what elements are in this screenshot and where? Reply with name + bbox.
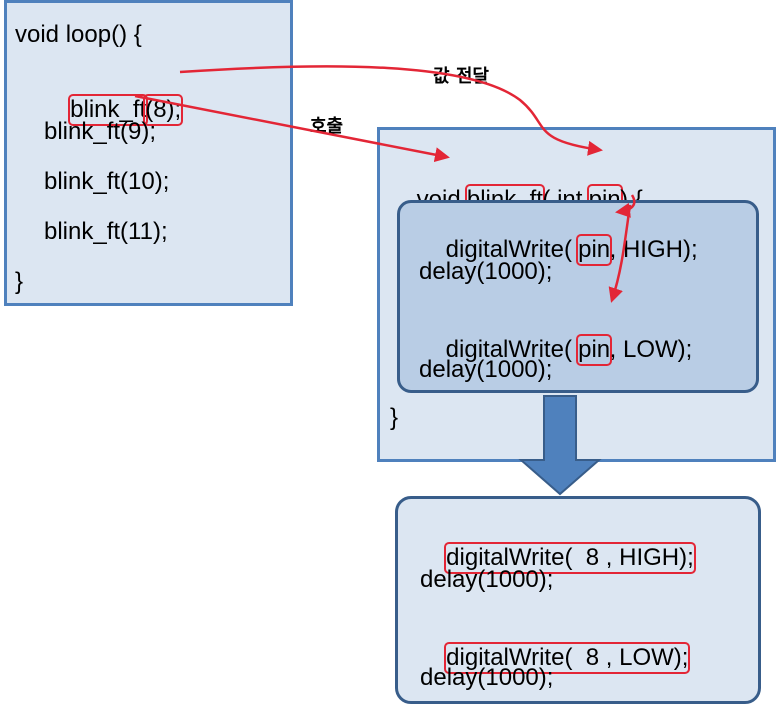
call-name-highlight: blink_ft [68,94,149,126]
loop-header: void loop() { [15,21,142,48]
result-highlight-2: digitalWrite( 8 , LOW); [444,642,691,674]
result-line-4: delay(1000); [420,664,554,691]
result-line-2: delay(1000); [420,566,554,593]
expand-down-arrow [518,395,602,496]
signature-suffix: ) { [620,186,643,213]
body-line-4: delay(1000); [419,356,553,383]
body-line-1-post: , HIGH); [609,236,698,263]
body-line-2: delay(1000); [419,258,553,285]
function-close-brace: } [390,404,399,431]
body-line-3-pre: digitalWrite( [445,336,579,363]
body-param-highlight-1: pin [576,234,613,266]
body-line-1: digitalWrite( pin, HIGH); [419,208,698,292]
pass-value-arrow [179,65,603,156]
body-line-3: digitalWrite( pin, LOW); [419,308,692,392]
result-highlight-1: digitalWrite( 8 , HIGH); [444,542,696,574]
param-arrow-2 [608,204,632,303]
param-arrow-1 [615,194,636,218]
body-line-3-post: , LOW); [609,336,693,363]
result-line-1: digitalWrite( 8 , HIGH); [420,516,696,600]
loop-call-2: blink_ft(9); [44,118,157,145]
call-arrow [134,94,450,163]
expanded-result-box [395,496,761,704]
loop-close-brace: } [15,268,24,295]
loop-call-3: blink_ft(10); [44,168,170,195]
result-line-3: digitalWrite( 8 , LOW); [420,616,691,700]
body-param-highlight-2: pin [576,334,613,366]
loop-function-box [4,0,293,306]
body-line-1-pre: digitalWrite( [445,236,579,263]
loop-call-4: blink_ft(11); [44,218,168,245]
